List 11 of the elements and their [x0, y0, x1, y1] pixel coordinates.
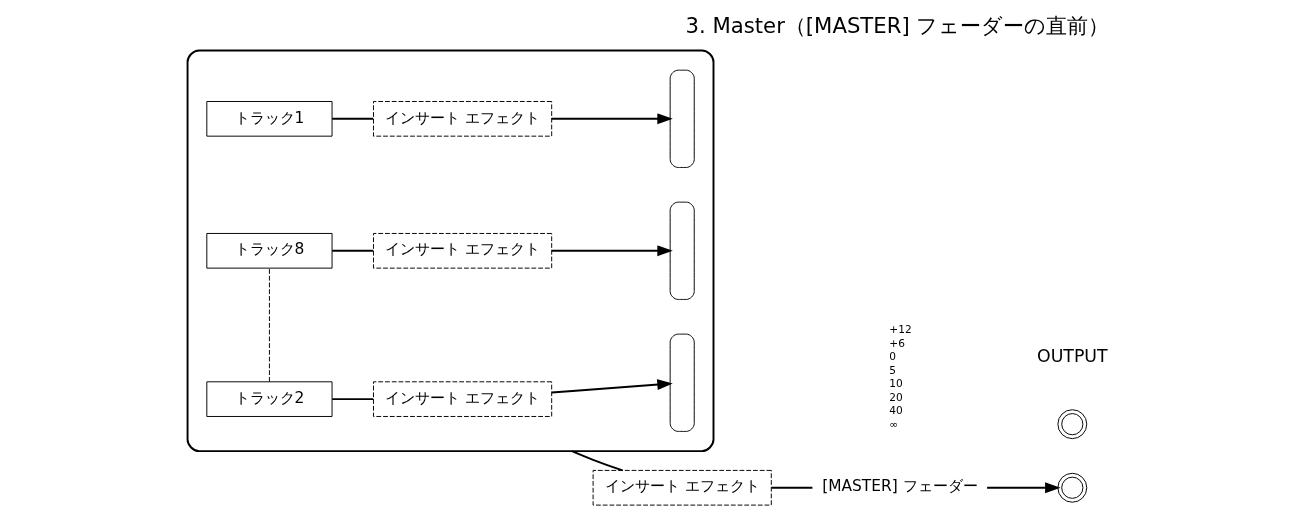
label: OUTPUT	[1037, 345, 1108, 366]
label: +6	[889, 336, 905, 349]
label: +12	[889, 323, 912, 336]
label: 10	[889, 377, 903, 390]
node-text: [MASTER] フェーダー	[822, 477, 978, 496]
label: 0	[889, 350, 897, 363]
label: 40	[889, 404, 903, 417]
label: ∞	[889, 417, 899, 430]
diagram-title: 3. Master（[MASTER] フェーダーの直前）	[685, 12, 1110, 38]
label: 5	[889, 363, 897, 376]
label: 20	[889, 390, 903, 403]
